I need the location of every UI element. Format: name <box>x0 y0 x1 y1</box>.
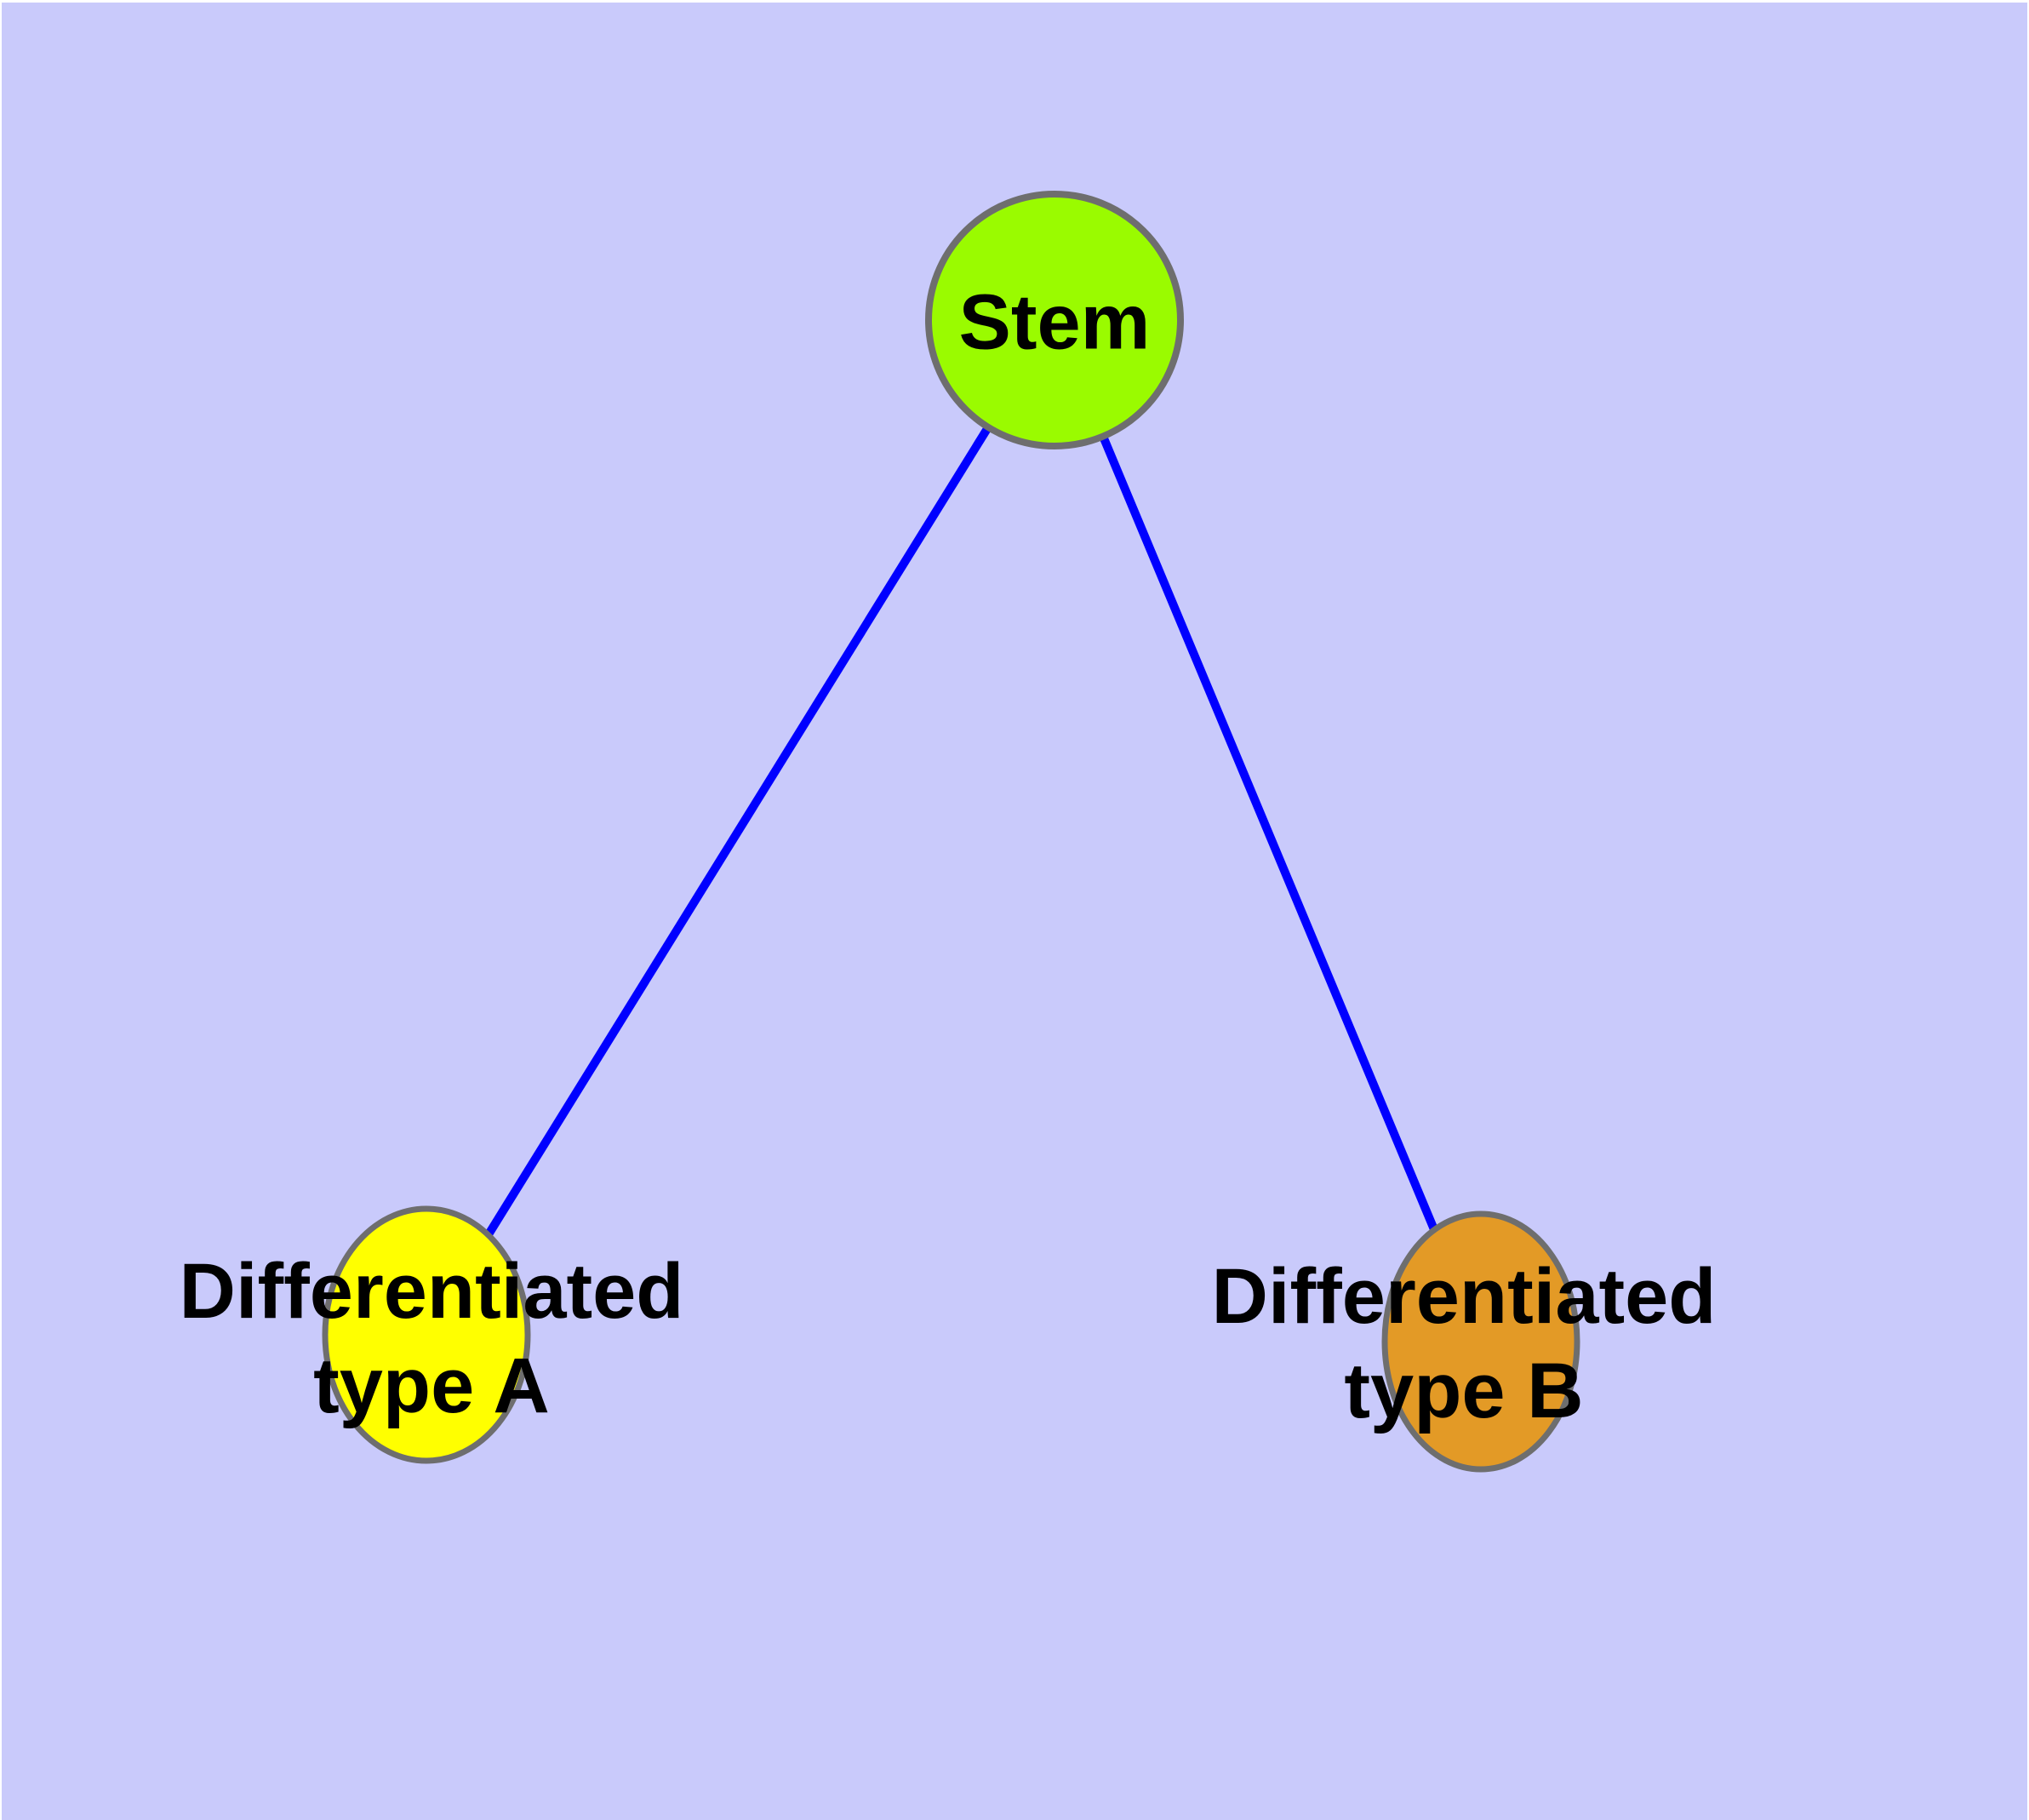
type-a-node-label: Differentiated type A <box>179 1248 684 1429</box>
diagram-canvas: Stem Differentiated type A Differentiate… <box>2 3 2027 1820</box>
graph-svg <box>322 191 1580 1473</box>
stem-node-label: Stem <box>958 278 1151 366</box>
type-b-node <box>1381 1210 1580 1473</box>
type-a-node <box>322 1205 531 1464</box>
edge-stem-to-type-b <box>1050 318 1485 1343</box>
edge-stem-to-type-a <box>422 318 1059 1337</box>
stem-node <box>925 191 1184 449</box>
type-b-node-label: Differentiated type B <box>1211 1253 1717 1434</box>
